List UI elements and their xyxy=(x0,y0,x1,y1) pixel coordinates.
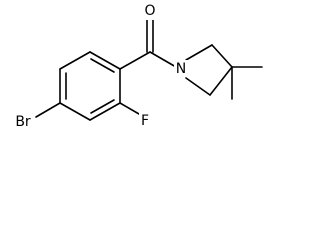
aromatic-inner-bond-2 xyxy=(90,99,115,114)
nitrogen-label-bg xyxy=(174,60,189,77)
carbonyl-to-nitrogen-bond xyxy=(149,51,177,68)
azetidine-bond-top-quat xyxy=(211,44,233,68)
oxygen-label: O xyxy=(144,3,155,19)
fluorine-label: F xyxy=(141,113,149,129)
chemical-structure-diagram: O N F Br xyxy=(11,3,263,130)
fluorine-bond xyxy=(119,102,140,115)
azetidine-bond-bottom-n xyxy=(185,77,211,96)
aromatic-inner-bond-1 xyxy=(90,58,115,73)
fluorine-label-bg xyxy=(139,112,151,129)
bromine-label: Br xyxy=(15,114,31,130)
azetidine-bond-n-top xyxy=(185,44,213,61)
ring-bond-c4-c5 xyxy=(59,102,91,121)
oxygen-label-bg xyxy=(143,3,157,20)
ring-bond-c6-c1 xyxy=(59,51,91,70)
azetidine-bond-quat-bottom xyxy=(209,66,233,96)
bromine-bond xyxy=(35,102,61,118)
bromine-label-bg xyxy=(11,113,35,130)
nitrogen-label: N xyxy=(176,61,186,77)
ring-to-carbonyl-bond xyxy=(119,51,151,70)
benzene-ring xyxy=(59,51,121,121)
ring-bond-c1-c2 xyxy=(89,51,121,70)
ring-bond-c3-c4 xyxy=(89,102,121,121)
azetidine-ring xyxy=(185,44,233,96)
